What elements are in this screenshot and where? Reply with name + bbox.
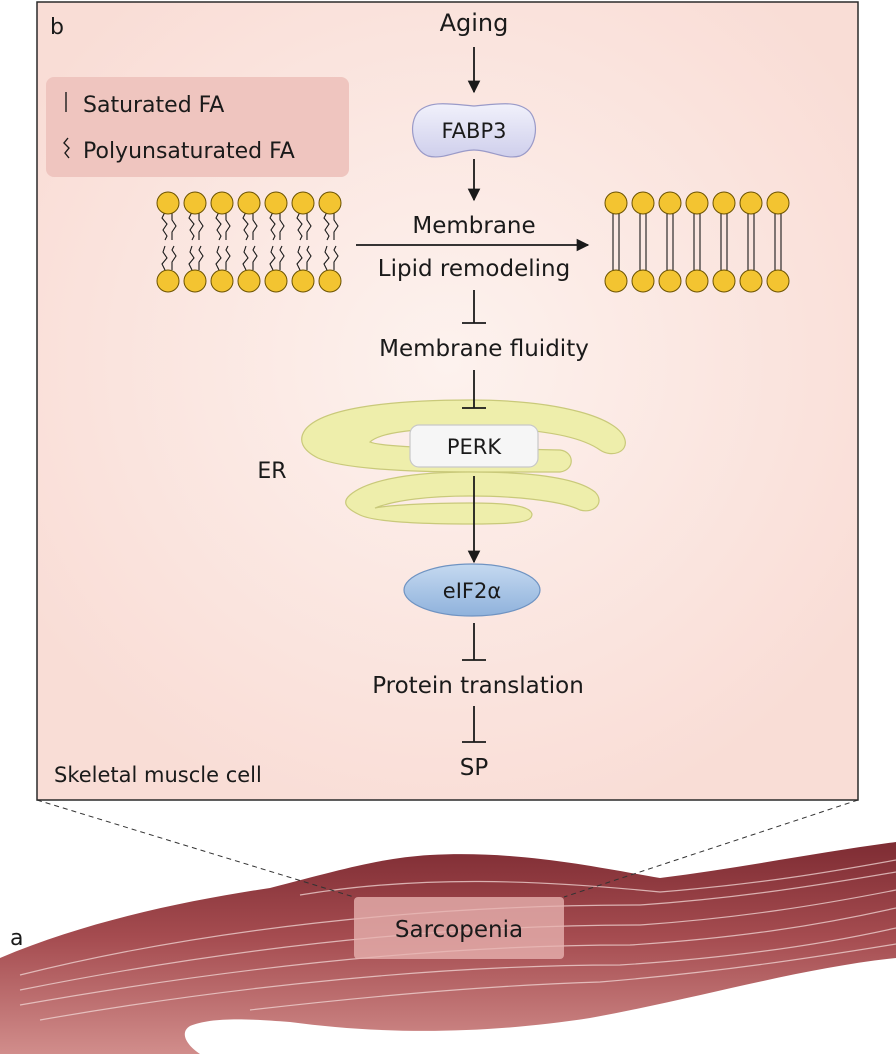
perk-label: PERK: [447, 435, 503, 459]
lipid-tail: [252, 212, 258, 240]
lipid-head: [210, 191, 234, 215]
aging-label: Aging: [440, 9, 509, 37]
lipid-tail: [279, 212, 285, 240]
lipid-head: [210, 269, 234, 293]
fabp3-node: [411, 103, 537, 158]
lipid-tail: [225, 212, 231, 240]
sarcopenia-label: Sarcopenia: [395, 917, 523, 943]
saturated-bilayer: [604, 191, 790, 293]
lipid-tail: [333, 212, 339, 240]
polyunsaturated-bilayer: [156, 191, 342, 293]
legend: Saturated FA Polyunsaturated FA: [46, 77, 349, 177]
lipid-head: [631, 191, 655, 215]
lipid-tail: [279, 245, 285, 270]
lipid-head: [291, 269, 315, 293]
lipid-tail: [296, 211, 303, 241]
lipid-head: [712, 191, 736, 215]
lipid-tail: [296, 245, 303, 271]
lipid-tail: [269, 211, 276, 241]
er-organelle: [301, 399, 626, 525]
lipid-tail: [188, 211, 195, 241]
lipid-head: [631, 269, 655, 293]
lipid-tail: [161, 245, 168, 271]
er-label: ER: [257, 459, 286, 484]
lipid-tail: [323, 211, 330, 241]
eif2a-label: eIF2α: [443, 579, 501, 603]
lipid-head: [604, 191, 628, 215]
membrane-fluidity-label: Membrane fluidity: [379, 336, 589, 362]
lipid-head: [183, 191, 207, 215]
legend-saturated-label: Saturated FA: [83, 93, 224, 118]
panel-label-b: b: [50, 15, 64, 40]
lipid-head: [766, 269, 790, 293]
lipid-head: [264, 191, 288, 215]
fabp3-label: FABP3: [442, 119, 507, 143]
arrows: [356, 47, 590, 743]
lipid-tail: [252, 245, 258, 270]
lipid-head: [685, 269, 709, 293]
legend-box: [46, 77, 349, 177]
eif2a-node: [403, 563, 541, 617]
lipid-tail: [306, 212, 312, 240]
lipid-tail: [306, 245, 312, 270]
lipid-tail: [333, 245, 339, 270]
lipid-head: [264, 269, 288, 293]
muscle-illustration: Sarcopenia: [0, 842, 896, 1054]
lipid-tail: [215, 211, 222, 241]
lipid-head: [766, 191, 790, 215]
lipid-tail: [269, 245, 276, 271]
lipid-head: [685, 191, 709, 215]
polyunsaturated-fa-icon: [63, 137, 70, 159]
panel-label-a: a: [10, 926, 23, 951]
lipid-head: [739, 269, 763, 293]
cell-label: Skeletal muscle cell: [54, 763, 262, 787]
lipid-tail: [171, 245, 177, 270]
lipid-head: [156, 191, 180, 215]
lipid-head: [658, 269, 682, 293]
sarcopenia-box: [354, 897, 564, 959]
lipid-tail: [323, 245, 330, 271]
lipid-tail: [161, 211, 168, 241]
membrane-label: Membrane: [412, 213, 535, 239]
lipid-head: [237, 191, 261, 215]
lipid-tail: [198, 245, 204, 270]
lipid-head: [604, 269, 628, 293]
lipid-tail: [198, 212, 204, 240]
protein-translation-label: Protein translation: [372, 673, 584, 699]
lipid-head: [291, 191, 315, 215]
lipid-head: [712, 269, 736, 293]
lipid-tail: [171, 212, 177, 240]
lipid-head: [237, 269, 261, 293]
lipid-tail: [242, 245, 249, 271]
perk-node: [409, 424, 539, 468]
sp-label: SP: [460, 755, 489, 781]
lipid-head: [318, 269, 342, 293]
lipid-tail: [225, 245, 231, 270]
lipid-head: [739, 191, 763, 215]
lipid-tail: [215, 245, 222, 271]
legend-polyunsaturated-label: Polyunsaturated FA: [83, 139, 295, 164]
lipid-head: [658, 191, 682, 215]
lipid-head: [156, 269, 180, 293]
lipid-head: [318, 191, 342, 215]
lipid-tail: [188, 245, 195, 271]
zoom-lines: [36, 799, 859, 898]
lipid-remodeling-label: Lipid remodeling: [378, 256, 570, 282]
lipid-head: [183, 269, 207, 293]
lipid-tail: [242, 211, 249, 241]
